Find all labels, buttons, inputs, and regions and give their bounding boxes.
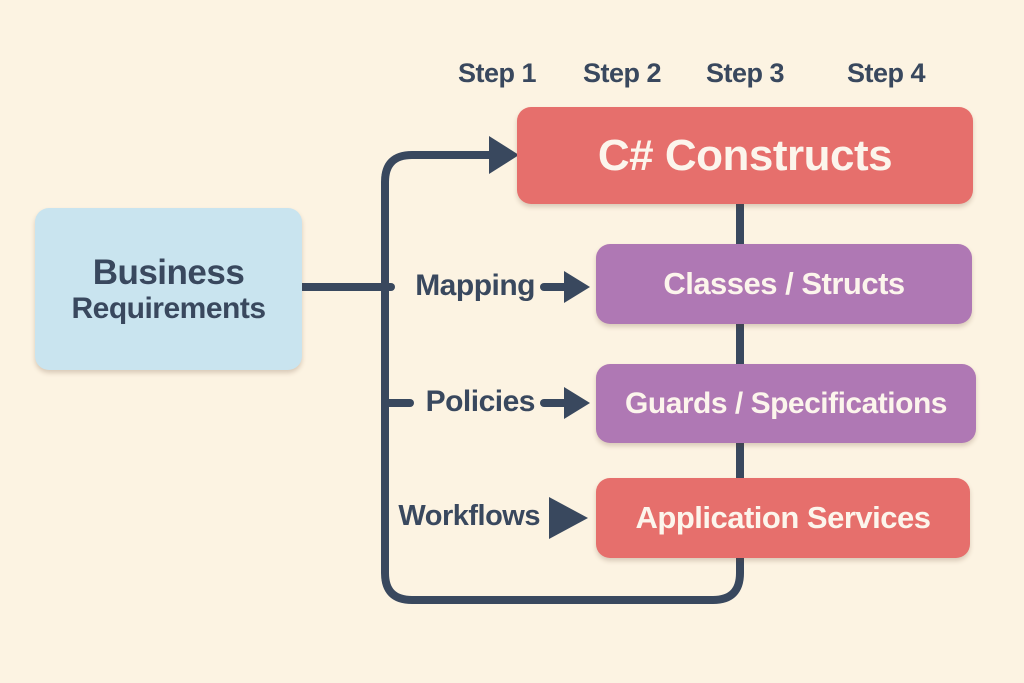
business-requirements-line2: Requirements — [71, 291, 266, 325]
workflows-triangle-icon — [549, 497, 588, 539]
step-label-4: Step 4 — [846, 58, 926, 88]
classes-structs-box: Classes / Structs — [596, 244, 972, 324]
csharp-constructs-box: C# Constructs — [517, 107, 973, 204]
row-label-mapping: Mapping — [415, 269, 535, 302]
business-requirements-box: Business Requirements — [35, 208, 302, 370]
row-label-workflows: Workflows — [398, 500, 540, 532]
step-label-3: Step 3 — [705, 58, 785, 88]
application-services-box: Application Services — [596, 478, 970, 558]
step-label-1: Step 1 — [457, 58, 537, 88]
business-requirements-line1: Business — [92, 252, 245, 292]
step-label-2: Step 2 — [582, 58, 662, 88]
top-arrowhead-icon — [489, 136, 519, 174]
row-label-policies: Policies — [425, 385, 536, 418]
guards-specifications-box: Guards / Specifications — [596, 364, 976, 443]
mapping-arrowhead-icon — [564, 271, 590, 303]
trunk-loop-line — [381, 151, 744, 604]
policies-arrowhead-icon — [564, 387, 590, 419]
